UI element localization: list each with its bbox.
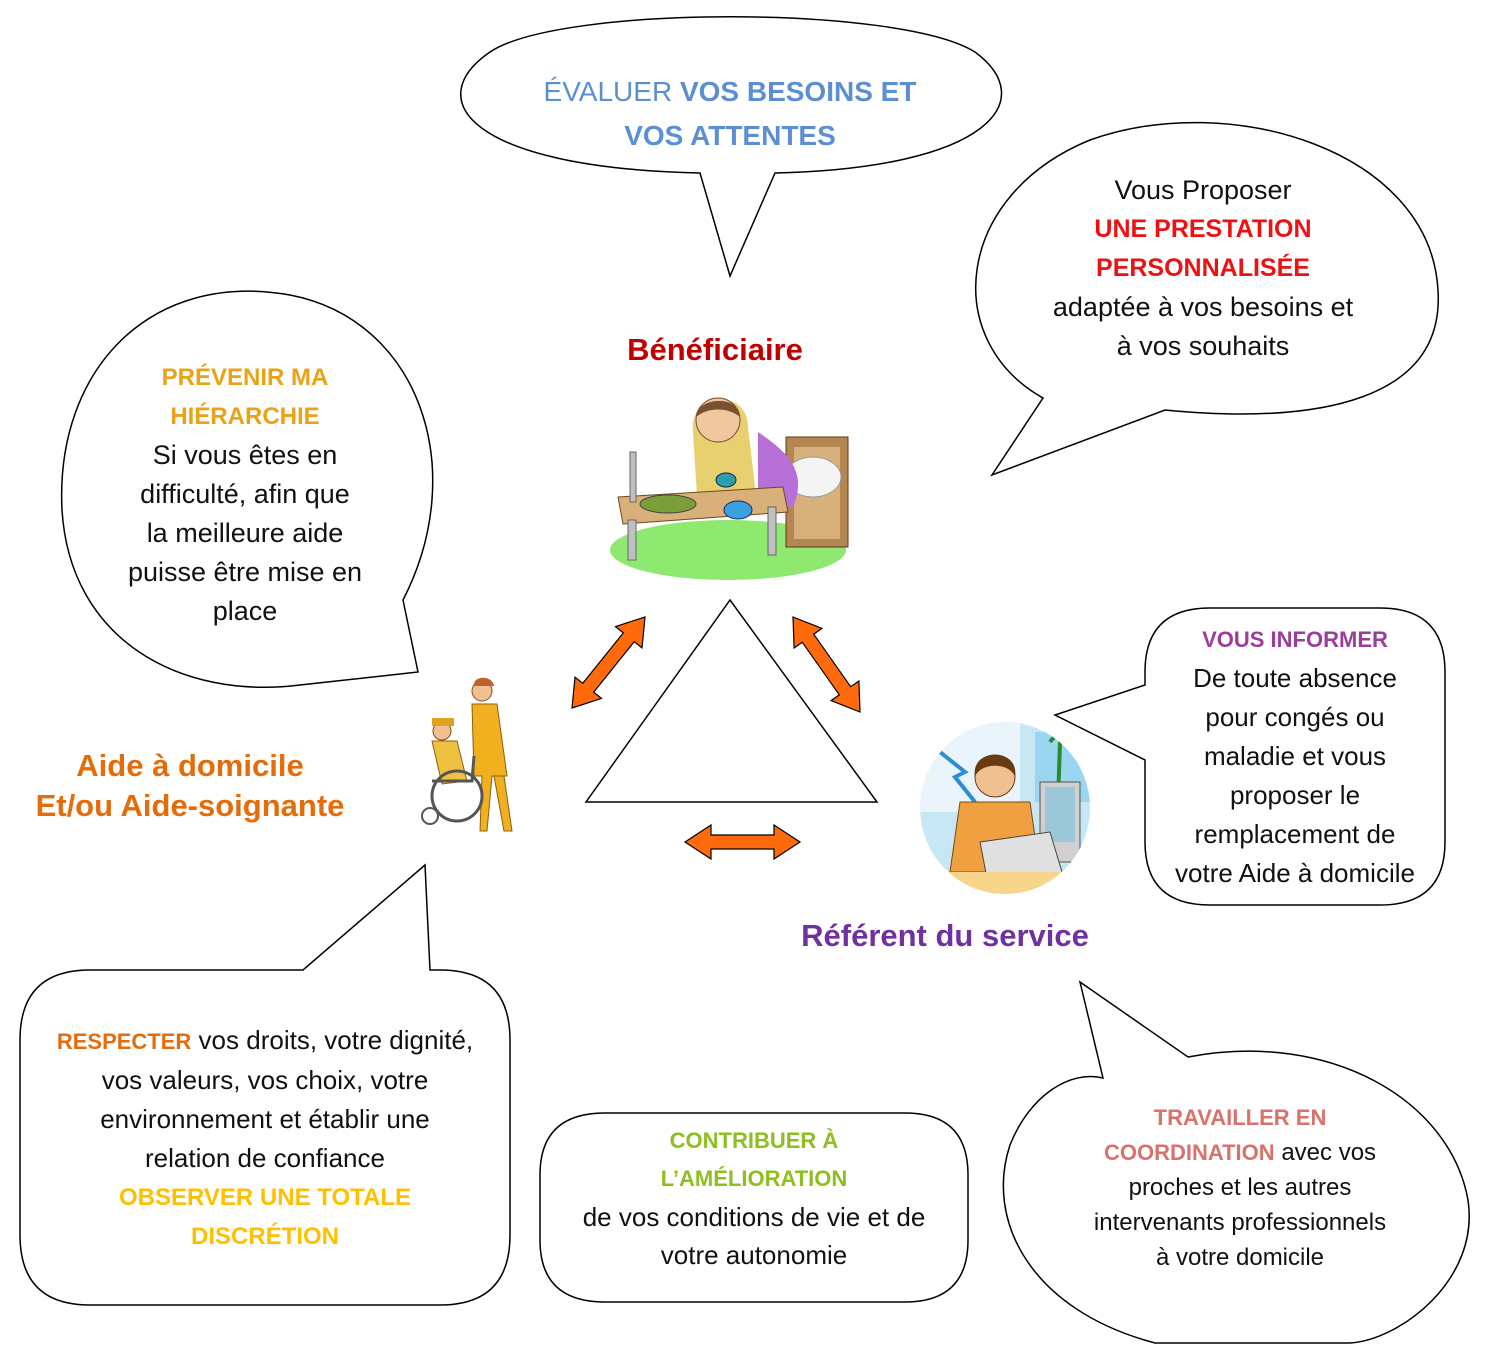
bubble-contribuer-text: CONTRIBUER À L’AMÉLIORATION de vos condi… — [542, 1122, 966, 1274]
respecter-line-3: environnement et établir une — [100, 1104, 430, 1134]
respecter-highlight: RESPECTER — [56, 1029, 192, 1054]
evaluer-object: VOS BESOINS ET — [679, 76, 917, 107]
arrow-beneficiaire-referent — [792, 616, 861, 713]
proposer-highlight-2: PERSONNALISÉE — [1096, 254, 1310, 282]
role-referent: Référent du service — [760, 916, 1130, 956]
travailler-rest: avec vos — [1274, 1139, 1377, 1166]
respecter-line-2: vos valeurs, vos choix, votre — [101, 1065, 429, 1095]
caregiver-wheelchair-illustration — [421, 677, 513, 832]
travailler-line-4: intervenants professionnels — [1093, 1209, 1387, 1236]
respecter-rest: vos droits, votre dignité, — [191, 1025, 474, 1055]
respecter-line-4: relation de confiance — [145, 1143, 385, 1173]
travailler-line-5: à votre domicile — [1155, 1244, 1325, 1271]
bubble-informer-shape — [1053, 607, 1446, 906]
role-aide-line2: Et/ou Aide-soignante — [35, 788, 345, 823]
travailler-line-3: proches et les autres — [1128, 1174, 1352, 1201]
center-triangle — [584, 598, 879, 803]
proposer-line-4: à vos souhaits — [1116, 331, 1290, 361]
bubble-proposer-text: Vous Proposer UNE PRESTATION PERSONNALIS… — [1020, 171, 1386, 366]
evaluer-verb: ÉVALUER — [543, 76, 680, 107]
bubble-travailler-text: TRAVAILLER EN COORDINATION avec vos proc… — [1050, 1100, 1430, 1275]
travailler-highlight-2: COORDINATION — [1103, 1140, 1275, 1165]
informer-line-5: remplacement de — [1194, 819, 1396, 849]
prevenir-line-2: difficulté, afin que — [140, 479, 350, 509]
bubble-informer-text: VOUS INFORMER De toute absence pour cong… — [1147, 620, 1443, 893]
role-beneficiaire-label: Bénéficiaire — [627, 332, 803, 367]
role-aide: Aide à domicile Et/ou Aide-soignante — [10, 746, 370, 826]
informer-line-6: votre Aide à domicile — [1175, 858, 1415, 888]
prevenir-highlight-1: PRÉVENIR MA — [161, 364, 329, 391]
patient-in-bed-illustration — [610, 397, 849, 580]
informer-line-4: proposer le — [1229, 780, 1361, 810]
informer-highlight: VOUS INFORMER — [1202, 627, 1388, 652]
travailler-highlight-1: TRAVAILLER EN — [1153, 1105, 1327, 1130]
prevenir-highlight-2: HIÉRARCHIE — [170, 403, 320, 430]
respecter-line-1: RESPECTER vos droits, votre dignité, — [22, 1021, 508, 1061]
role-referent-label: Référent du service — [801, 918, 1089, 953]
evaluer-line2: VOS ATTENTES — [624, 120, 836, 151]
bubble-evaluer-text: ÉVALUER VOS BESOINS ET VOS ATTENTES — [520, 70, 940, 158]
bubble-evaluer-shape — [460, 16, 1003, 279]
role-beneficiaire: Bénéficiaire — [560, 330, 870, 370]
proposer-line-3: adaptée à vos besoins et — [1052, 292, 1354, 322]
travailler-line-2: COORDINATION avec vos — [1050, 1135, 1430, 1170]
bubble-prevenir-text: PRÉVENIR MA HIÉRARCHIE Si vous êtes en d… — [85, 358, 405, 631]
contribuer-line-1: de vos conditions de vie et de — [582, 1202, 926, 1232]
arrow-aide-beneficiaire — [571, 616, 646, 709]
contribuer-highlight-2: L’AMÉLIORATION — [660, 1166, 848, 1191]
bubble-contribuer-shape — [539, 1112, 969, 1303]
prevenir-line-3: la meilleure aide — [146, 518, 344, 548]
evaluer-line1: ÉVALUER VOS BESOINS ET — [520, 70, 940, 114]
informer-line-2: pour congés ou — [1205, 702, 1385, 732]
respecter-highlight2-1: OBSERVER UNE TOTALE — [118, 1184, 412, 1211]
prevenir-line-5: place — [212, 596, 278, 626]
bubble-travailler-shape — [1002, 980, 1470, 1344]
bubble-respecter-shape — [19, 863, 511, 1306]
bubble-respecter-text: RESPECTER vos droits, votre dignité, vos… — [22, 1021, 508, 1256]
informer-line-1: De toute absence — [1193, 663, 1397, 693]
contribuer-line-2: votre autonomie — [660, 1240, 848, 1270]
prevenir-line-1: Si vous êtes en — [152, 440, 338, 470]
respecter-highlight2-2: DISCRÉTION — [190, 1223, 339, 1250]
proposer-highlight-1: UNE PRESTATION — [1094, 215, 1312, 243]
bubble-prevenir-shape — [60, 290, 434, 689]
role-aide-line1: Aide à domicile — [76, 748, 304, 783]
bubble-proposer-shape — [974, 121, 1439, 477]
office-referent-illustration — [920, 722, 1090, 894]
contribuer-highlight-1: CONTRIBUER À — [669, 1128, 839, 1153]
prevenir-line-4: puisse être mise en — [127, 557, 363, 587]
arrow-aide-referent — [683, 823, 802, 861]
proposer-intro: Vous Proposer — [1114, 175, 1292, 205]
informer-line-3: maladie et vous — [1203, 741, 1387, 771]
